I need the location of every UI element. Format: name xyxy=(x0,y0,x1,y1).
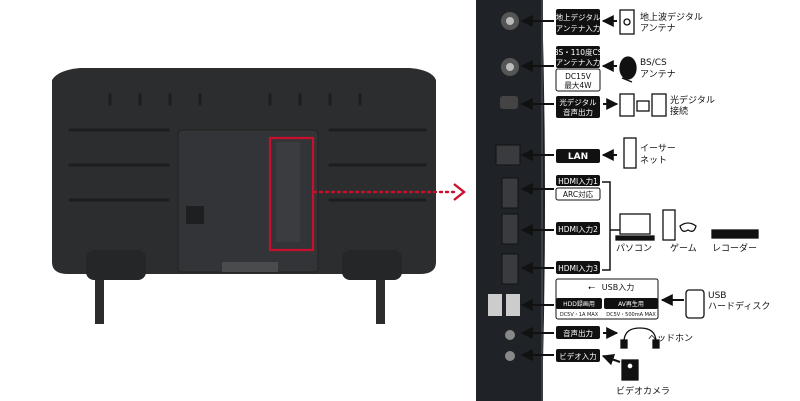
port-label-11a: AV再生用 xyxy=(618,300,644,308)
device-label-1b: アンテナ xyxy=(640,23,676,34)
tv-back-photo xyxy=(52,68,466,324)
antenna-outlet-icon xyxy=(619,9,635,35)
port-label-9: USB入力 xyxy=(602,282,634,292)
hdmi2-port-icon xyxy=(501,213,519,245)
port-label-13: ビデオ入力 xyxy=(559,351,597,361)
port-label-12: 音声出力 xyxy=(563,328,593,338)
port-label-1b: アンテナ入力 xyxy=(556,23,601,33)
port-label-4b: 音声出力 xyxy=(563,107,593,117)
bracket xyxy=(186,206,204,224)
device-label-game: ゲーム xyxy=(670,242,697,254)
video-camera-icon xyxy=(621,359,639,381)
device-label-2b: アンテナ xyxy=(640,69,676,80)
pc-icon xyxy=(615,213,655,241)
recorder-icon xyxy=(711,229,759,239)
usb-av-port-icon xyxy=(506,294,520,316)
rating-label xyxy=(222,262,278,272)
port-label-6b: ARC対応 xyxy=(563,189,594,199)
port-labels: 地上デジタル アンテナ入力 BS・110度CS アンテナ入力 DC15V 最大4… xyxy=(553,12,656,361)
game-icon xyxy=(662,209,697,241)
port-label-3a: DC15V xyxy=(565,72,592,81)
device-label-2a: BS/CS xyxy=(640,58,667,68)
stand-leg-left xyxy=(95,268,104,324)
hdmi-bracket xyxy=(602,181,611,271)
device-label-recorder: レコーダー xyxy=(712,242,757,254)
port-label-6a: HDMI入力1 xyxy=(558,176,598,186)
port-strip xyxy=(276,142,300,242)
device-label-usb-b: ハードディスク xyxy=(708,300,770,312)
port-label-11b: DC5V・500mA MAX xyxy=(606,312,656,318)
router-icon xyxy=(623,137,637,169)
satellite-dish-icon xyxy=(619,56,637,83)
arrows xyxy=(520,15,554,361)
port-label-5: LAN xyxy=(568,152,588,162)
device-label-3a: 光デジタル xyxy=(670,94,715,106)
device-icons xyxy=(615,9,759,381)
lan-port-icon xyxy=(495,144,521,166)
speaker-right xyxy=(342,250,402,280)
audio-out-jack-icon xyxy=(505,330,515,340)
bs-cs-connector-icon xyxy=(501,58,519,76)
port-label-2b: アンテナ入力 xyxy=(556,57,601,67)
hdmi3-port-icon xyxy=(501,253,519,285)
optical-device-icon xyxy=(619,93,667,117)
device-arrows xyxy=(601,15,684,366)
video-in-jack-icon xyxy=(505,351,515,361)
port-sublabel-boxes xyxy=(555,68,659,320)
highlight-box xyxy=(268,136,315,252)
hdmi1-port-icon xyxy=(501,177,519,209)
device-labels: 地上波デジタル アンテナ BS/CS アンテナ 光デジタル 接続 イーサー ネッ… xyxy=(616,11,770,397)
speaker-left xyxy=(86,250,146,280)
hdd-icon xyxy=(685,289,705,319)
device-label-4b: ネット xyxy=(640,155,667,166)
optical-port-icon xyxy=(500,96,518,109)
port-label-2a: BS・110度CS xyxy=(553,47,602,57)
device-label-usb-a: USB xyxy=(708,291,726,301)
device-label-3b: 接続 xyxy=(670,105,688,117)
device-label-4a: イーサー xyxy=(640,143,676,154)
port-label-4a: 光デジタル xyxy=(559,97,597,107)
usb-icon: ⭠ xyxy=(588,283,595,293)
usb-hdd-port-icon xyxy=(488,294,502,316)
terrestrial-connector-icon xyxy=(501,12,519,30)
port-label-3b: 最大4W xyxy=(564,80,592,90)
stand-leg-right xyxy=(376,268,385,324)
port-label-boxes xyxy=(556,9,658,362)
zoom-chevron xyxy=(453,183,466,201)
device-label-headphone: ヘッドホン xyxy=(648,333,693,344)
port-label-1a: 地上デジタル xyxy=(556,12,601,22)
port-icons xyxy=(488,12,521,361)
port-label-7: HDMI入力2 xyxy=(558,224,598,234)
port-label-10b: DC5V・1A MAX xyxy=(560,312,599,318)
device-label-1a: 地上波デジタル xyxy=(640,11,703,23)
device-label-videocam: ビデオカメラ xyxy=(616,385,670,397)
device-label-pc: パソコン xyxy=(616,243,652,254)
port-label-10a: HDD録画用 xyxy=(563,300,595,308)
headphone-icon xyxy=(620,327,660,349)
port-label-8: HDMI入力3 xyxy=(558,263,598,273)
vents xyxy=(68,93,427,202)
